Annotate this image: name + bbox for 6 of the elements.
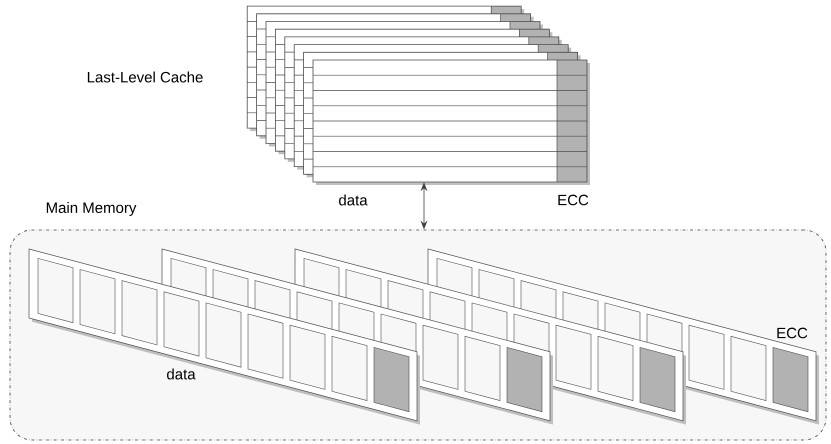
part-label: data xyxy=(339,194,368,206)
cache-label: Last-Level Cache xyxy=(88,72,203,82)
part-label: ECC xyxy=(558,194,588,206)
memory-heading: Main Memory xyxy=(46,202,136,216)
part-label: data xyxy=(167,368,196,380)
part-label: ECC xyxy=(777,328,808,338)
